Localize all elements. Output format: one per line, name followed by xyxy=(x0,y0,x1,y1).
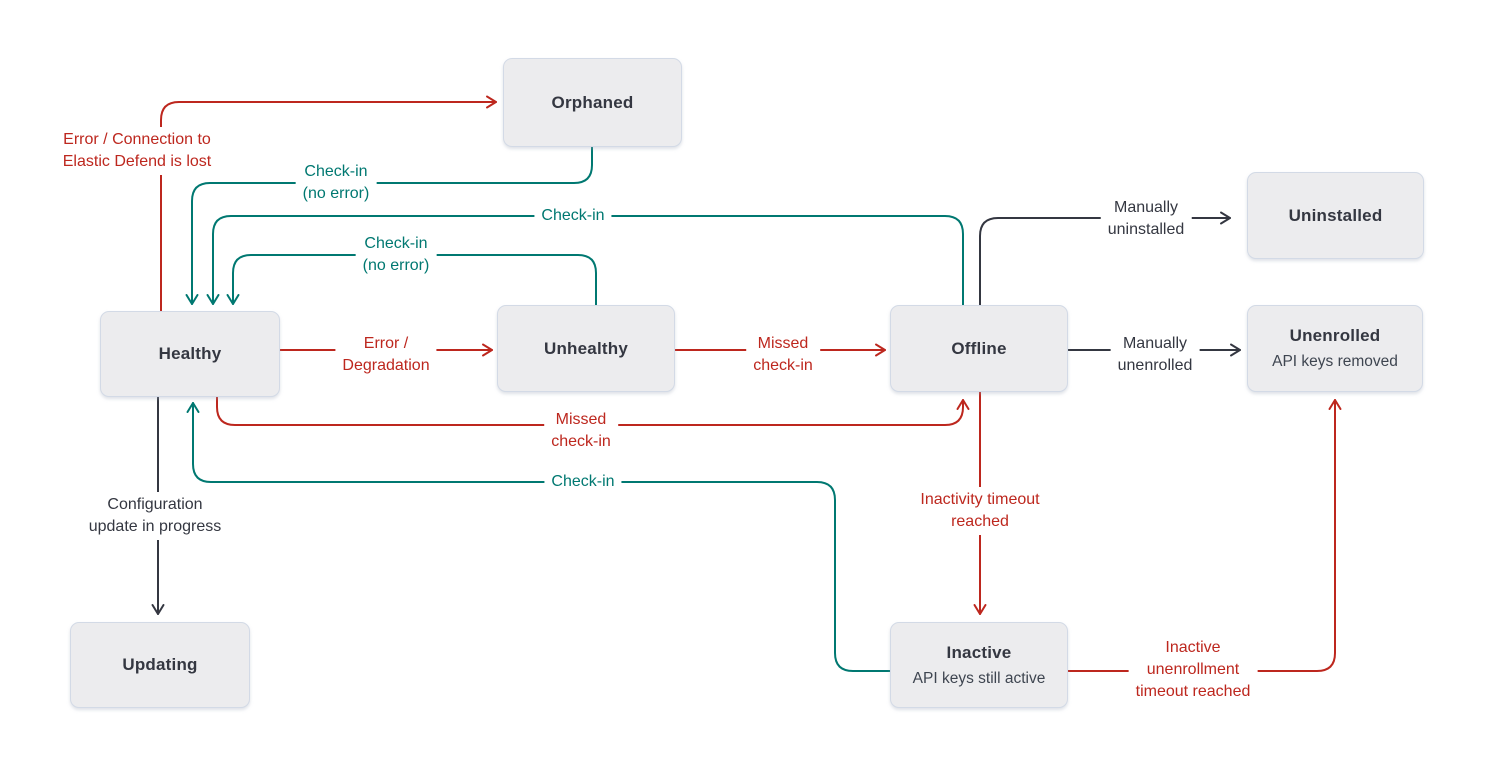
state-node-updating: Updating xyxy=(70,622,250,708)
edge-label-line: Manually xyxy=(1113,199,1179,216)
edge-label-line: timeout reached xyxy=(1135,683,1251,700)
edge-label-manually-unenrolled: Manually unenrolled xyxy=(1110,331,1200,379)
edge-label-line: update in progress xyxy=(88,518,222,535)
edge-label-checkin-no-error-from-orphaned: Check-in (no error) xyxy=(295,159,377,207)
edge-label-line: Manually xyxy=(1122,335,1188,352)
state-node-title: Inactive xyxy=(946,642,1012,662)
edge-label-line: Check-in xyxy=(364,235,428,252)
state-node-orphaned: Orphaned xyxy=(503,58,682,147)
edge-label-error-degradation: Error / Degradation xyxy=(335,331,437,379)
state-node-title: Orphaned xyxy=(551,92,634,112)
edge-label-line: Elastic Defend is lost xyxy=(62,153,212,170)
edge-label-checkin-from-inactive: Check-in xyxy=(544,469,622,495)
state-node-subtitle: API keys still active xyxy=(912,669,1046,687)
edge-label-line: Error / Connection to xyxy=(63,131,211,148)
edge-label-line: unenrolled xyxy=(1117,357,1193,374)
edge-label-missed-checkin-healthy-offline: Missed check-in xyxy=(544,407,618,455)
state-node-uninstalled: Uninstalled xyxy=(1247,172,1424,259)
state-node-unenrolled: Unenrolled API keys removed xyxy=(1247,305,1423,392)
edge-inactive-to-healthy xyxy=(186,402,891,672)
edge-label-line: Degradation xyxy=(342,357,430,374)
edge-label-line: check-in xyxy=(551,433,611,450)
edge-label-checkin-from-offline: Check-in xyxy=(534,203,612,229)
edge-label-error-connection-lost: Error / Connection to Elastic Defend is … xyxy=(55,127,219,175)
edge-label-missed-checkin-unhealthy-offline: Missed check-in xyxy=(746,331,820,379)
edge-label-line: Configuration xyxy=(107,496,203,513)
edge-label-checkin-no-error-from-unhealthy: Check-in (no error) xyxy=(355,231,437,279)
edge-label-line: uninstalled xyxy=(1107,221,1185,238)
edge-label-line: Check-in xyxy=(304,163,368,180)
state-node-unhealthy: Unhealthy xyxy=(497,305,675,392)
state-node-healthy: Healthy xyxy=(100,311,280,397)
edge-label-line: Check-in xyxy=(551,473,615,490)
state-node-title: Unenrolled xyxy=(1289,326,1381,345)
edge-label-inactivity-timeout: Inactivity timeout reached xyxy=(913,487,1047,535)
edge-label-inactive-unenrollment-timeout: Inactive unenrollment timeout reached xyxy=(1128,635,1258,705)
state-node-title: Uninstalled xyxy=(1288,205,1383,225)
edge-label-line: (no error) xyxy=(362,257,430,274)
state-node-title: Updating xyxy=(122,655,198,674)
edge-orphaned-to-healthy xyxy=(185,146,593,305)
edge-label-line: (no error) xyxy=(302,185,370,202)
edge-label-configuration-update: Configuration update in progress xyxy=(81,492,229,540)
state-node-subtitle: API keys removed xyxy=(1272,353,1398,370)
state-node-title: Offline xyxy=(951,338,1007,358)
edge-label-line: Error / xyxy=(363,335,409,352)
state-node-title: Healthy xyxy=(158,344,222,363)
edge-label-line: check-in xyxy=(753,357,813,374)
state-node-offline: Offline xyxy=(890,305,1068,392)
edge-label-line: reached xyxy=(951,513,1009,530)
edge-label-line: Check-in xyxy=(541,207,605,224)
state-node-title: Unhealthy xyxy=(544,338,628,358)
edge-label-line: Missed xyxy=(757,335,809,352)
edge-label-line: Missed xyxy=(555,411,607,428)
edge-healthy-to-orphaned xyxy=(160,95,497,312)
edge-offline-to-uninstalled xyxy=(979,211,1231,306)
edge-inactive-to-unenrolled xyxy=(1067,399,1342,672)
edge-offline-to-healthy xyxy=(206,215,964,306)
state-node-inactive: Inactive API keys still active xyxy=(890,622,1068,708)
edge-label-line: Inactivity timeout xyxy=(920,491,1040,508)
edge-label-manually-uninstalled: Manually uninstalled xyxy=(1100,195,1192,243)
edge-label-line: Inactive xyxy=(1165,639,1221,656)
edge-label-line: unenrollment xyxy=(1146,661,1240,678)
